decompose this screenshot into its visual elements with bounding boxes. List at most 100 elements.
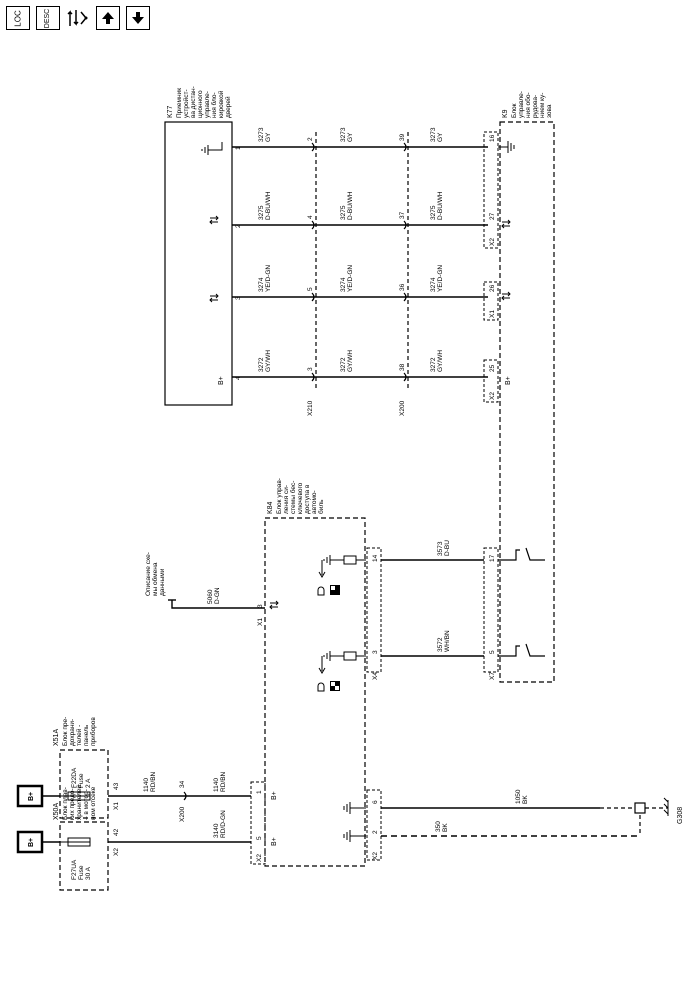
w1140-a-num: 1140	[143, 778, 150, 792]
k77-pin-4: 4	[235, 376, 242, 380]
k84-bplus-1: B+	[271, 791, 278, 800]
k84-desc-5: автомо-	[311, 490, 318, 514]
k84-x2-pin-2: 2	[372, 830, 379, 834]
k9-x7: X7	[489, 672, 496, 680]
connector-flow-button[interactable]	[66, 6, 90, 30]
k84-desc-3: ключевого	[297, 482, 304, 514]
k9-bplus: B+	[505, 376, 512, 385]
k77-ground-icon	[201, 142, 223, 155]
x200-label-lower: X200	[179, 806, 186, 822]
k84-x2-left: X2	[256, 854, 263, 862]
k84-bplus-5: B+	[271, 837, 278, 846]
w1140-b-col: RD/BN	[220, 771, 227, 792]
w3274-a-num: 3274	[258, 277, 265, 292]
x50a-desc-1: ких предо-	[69, 788, 76, 820]
w3140-col: RD/D-GN	[220, 810, 227, 838]
lock-icon	[317, 560, 340, 596]
k9-x7-pin-5: 5	[489, 650, 496, 654]
x51a-x1: X1	[113, 802, 120, 810]
k77-desc-6: кировкой	[217, 90, 225, 118]
x200-pin-37: 37	[399, 211, 406, 219]
k77-desc-7: дверей	[224, 96, 232, 118]
x50a-desc-2: хранителей	[75, 785, 83, 820]
k84-pullup-3	[323, 651, 366, 661]
k9-pin-26: 26	[489, 284, 496, 292]
w3274-b-num: 3274	[340, 277, 347, 292]
k84-x2-right: X2	[372, 852, 379, 860]
w3272-a-col: GY/WH	[265, 350, 272, 372]
x200-pin-36: 36	[399, 283, 406, 291]
k84-x1: X1	[257, 618, 264, 626]
k9-switch-5	[498, 643, 545, 657]
w3273-a-num: 3273	[258, 127, 265, 142]
k84-id: K84	[267, 501, 274, 514]
k9-x7-pin-17: 17	[489, 554, 496, 562]
k9-pin-27: 27	[489, 212, 496, 220]
k84-module: K84 Блок управ- ления си- стемы бес- клю…	[250, 478, 382, 867]
k77-pin-1: 1	[235, 146, 242, 150]
x210-pin-4: 4	[307, 215, 314, 219]
x50a-fuse-block: X50A Блок плав- ких предо- хранителей – …	[16, 785, 120, 891]
x50a-desc-0: Блок плав-	[62, 787, 69, 820]
k9-pin-25: 25	[489, 364, 496, 372]
x51a-pin-43: 43	[113, 782, 120, 790]
x50a-desc-3: – в мотор-	[83, 789, 90, 820]
w3572-col: WH/BN	[444, 630, 451, 652]
w3273-c-num: 3273	[430, 127, 437, 142]
k77-desc-3: ционного	[197, 90, 204, 118]
x210-connector: 2 4 5 3 X210	[307, 132, 317, 416]
power-feeds	[108, 791, 251, 843]
w3573-col: D-BU	[444, 540, 451, 556]
ground-wires: G308	[381, 797, 684, 837]
connector-flow-icon	[67, 10, 88, 26]
k84-k9-wires	[381, 559, 484, 657]
f22da-rating: 2 A	[85, 778, 92, 788]
k77-desc-0: Приемник	[176, 88, 183, 118]
x50a-pin-42: 42	[113, 828, 120, 836]
k9-switch-17	[498, 547, 545, 561]
w3272-c-col: GY/WH	[437, 350, 444, 372]
k9-module: K9 Блок управле- ния обо- рудова- нием к…	[483, 91, 555, 683]
k77-desc-1: устройст-	[182, 89, 190, 118]
loc-button[interactable]: LOC	[6, 6, 30, 30]
f27ua-name: F27UA	[71, 859, 78, 880]
k84-x4-pin-3: 3	[372, 650, 379, 654]
x200-connector: 39 37 36 38 X200	[399, 132, 409, 416]
k9-x2-bottom: X2	[489, 392, 496, 400]
x210-label: X210	[307, 400, 314, 416]
w3275-a-col: D-BU/WH	[265, 191, 272, 220]
x50a-desc-4: ном отсеке	[90, 786, 97, 820]
k9-x2-top: X2	[489, 238, 496, 246]
w3272-b-col: GY/WH	[347, 350, 354, 372]
toolbar: LOC DESC	[6, 6, 150, 30]
ground-label: G308	[677, 807, 684, 824]
x51a-bplus: B+	[28, 792, 35, 801]
k84-x4-pin-14: 14	[372, 554, 379, 562]
k9-id: K9	[502, 109, 509, 118]
k77-bplus: B+	[218, 376, 225, 385]
k9-desc-3: рудова-	[532, 95, 539, 118]
w3272-b-num: 3272	[340, 357, 347, 372]
w3273-b-num: 3273	[340, 127, 347, 142]
x200-pin-38: 38	[399, 363, 406, 371]
arrow-up-button[interactable]	[96, 6, 120, 30]
arrow-down-button[interactable]	[126, 6, 150, 30]
x51a-desc-4: приборов	[89, 717, 97, 746]
w3275-a-num: 3275	[258, 205, 265, 220]
k77-desc-2: ва дистан-	[190, 86, 197, 118]
w3272-c-num: 3272	[430, 357, 437, 372]
k84-pullup-14	[323, 555, 366, 565]
k77-desc-4: управле-	[204, 91, 211, 118]
w1050-col: BK	[522, 795, 529, 804]
arrow-down-icon	[132, 12, 144, 24]
x210-pin-2: 2	[307, 137, 314, 141]
k84-x2-pin-1: 1	[256, 790, 263, 794]
w3273-b-col: GY	[347, 132, 354, 142]
w3572-num: 3572	[437, 637, 444, 652]
w3140-num: 3140	[213, 823, 220, 838]
serial-desc-2: данными	[159, 568, 166, 596]
unlock-icon	[317, 656, 340, 692]
desc-button[interactable]: DESC	[36, 6, 60, 30]
